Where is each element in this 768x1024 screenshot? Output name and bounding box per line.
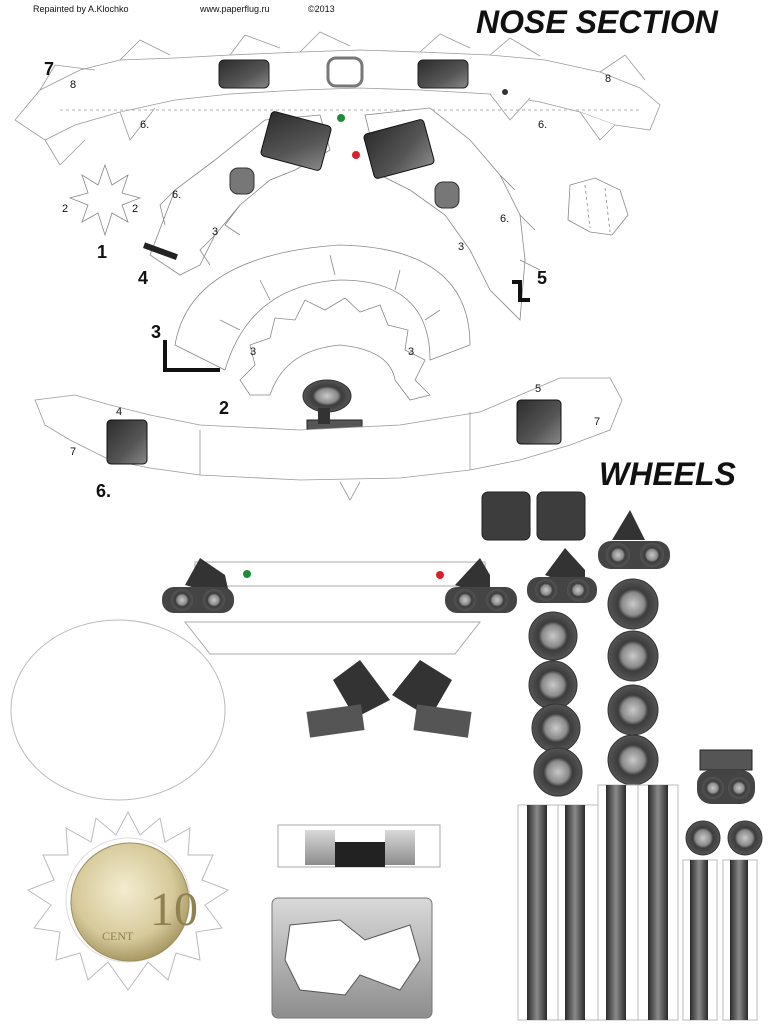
- coin-unit: CENT: [102, 929, 134, 943]
- tab-3-ring-left: 3: [250, 346, 256, 358]
- nose-dot: [502, 89, 508, 95]
- wheel-column-left: [528, 611, 583, 797]
- nose-wheel-unit: [685, 749, 763, 856]
- coin-value: 10: [150, 883, 198, 936]
- tab-7-lower-left: 7: [70, 446, 76, 458]
- upper-wheel-pair-2: [598, 510, 670, 569]
- left-cockpit-window: [260, 111, 332, 171]
- tab-2-left: 2: [62, 203, 68, 215]
- strut-fills: [527, 785, 748, 1020]
- nose-cone-ring: [326, 56, 364, 88]
- oval-base-panel: [10, 619, 226, 801]
- tab-6-right: 6.: [538, 119, 547, 131]
- center-box-piece: [277, 824, 441, 868]
- nose-top-strip: [14, 31, 661, 166]
- label-5: 5: [537, 268, 547, 288]
- website-text: www.paperflug.ru: [200, 4, 270, 14]
- tab-6-left: 6.: [140, 119, 149, 131]
- nose-window-right: [417, 59, 469, 89]
- label-3: 3: [151, 322, 161, 342]
- tab-6-panel-left: 6.: [172, 189, 181, 201]
- red-marker: [352, 151, 360, 159]
- right-vent: [434, 181, 460, 209]
- nose-lower-strip: [34, 377, 623, 501]
- part-3-black-tab: [163, 340, 220, 372]
- tab-3-right: 3: [458, 241, 464, 253]
- tab-6-panel-right: 6.: [500, 213, 509, 225]
- part-4-black-tab: [142, 242, 178, 260]
- nose-window-left: [218, 59, 270, 89]
- gear-bay-strip: [183, 561, 486, 655]
- tab-3-ring-right: 3: [408, 346, 414, 358]
- tab-5-lower: 5: [535, 383, 541, 395]
- copyright-text: ©2013: [308, 4, 335, 14]
- gear-door-flaps: [306, 660, 472, 738]
- label-6: 6.: [96, 481, 111, 501]
- upper-wheel-pair-1: [527, 548, 597, 603]
- grey-bracket-piece: [271, 897, 433, 1019]
- part-3-arch: [174, 244, 471, 371]
- green-marker: [337, 114, 345, 122]
- right-cockpit-window: [363, 119, 435, 179]
- tab-3-left: 3: [212, 226, 218, 238]
- credit-text: Repainted by A.Klochko: [33, 4, 129, 14]
- lower-left-window: [106, 419, 148, 465]
- part-5-black-tab: [512, 280, 530, 302]
- left-main-gear: [162, 558, 234, 613]
- tab-8-left: 8: [70, 79, 76, 91]
- coin-template: 10 CENT: [26, 810, 230, 991]
- nose-section-title: NOSE SECTION: [476, 4, 718, 40]
- tab-4-lower: 4: [116, 406, 122, 418]
- tab-2-right: 2: [132, 203, 138, 215]
- part-2-gear-ring: [239, 297, 431, 401]
- part-1-star: [68, 163, 142, 237]
- left-vent: [229, 167, 255, 195]
- label-1: 1: [97, 242, 107, 262]
- wheel-column-right: [607, 578, 659, 786]
- tab-8-right: 8: [605, 73, 611, 85]
- wheels-title: WHEELS: [599, 456, 736, 492]
- label-2: 2: [219, 398, 229, 418]
- strut-strips: [517, 784, 758, 1021]
- wheel-well-1: [481, 491, 531, 541]
- small-fold-piece: [567, 177, 629, 236]
- label-7-top: 7: [44, 59, 54, 79]
- right-main-gear: [445, 558, 517, 613]
- wheel-well-2: [536, 491, 586, 541]
- label-4: 4: [138, 268, 148, 288]
- lower-right-window: [516, 399, 562, 445]
- tab-7-lower-right: 7: [594, 416, 600, 428]
